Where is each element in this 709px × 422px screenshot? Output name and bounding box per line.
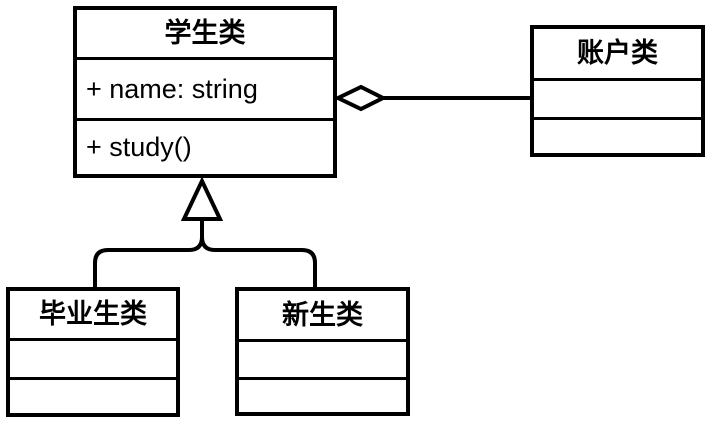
class-box-freshman: 新生类 — [235, 287, 410, 416]
aggregation-diamond-icon — [333, 84, 388, 112]
attribute-item: + name: string — [86, 73, 258, 104]
class-title-freshman: 新生类 — [282, 299, 363, 330]
attributes-compartment-student: + name: string — [77, 57, 333, 118]
methods-compartment-graduate — [10, 377, 176, 413]
attributes-compartment-freshman — [239, 339, 406, 377]
generalization-branch-left — [93, 219, 204, 288]
class-box-account: 账户类 — [530, 25, 705, 157]
inheritance-triangle-icon — [180, 176, 224, 221]
class-box-student: 学生类 + name: string + study() — [73, 6, 337, 178]
method-item: + study() — [86, 132, 192, 162]
attributes-compartment-account — [534, 78, 701, 117]
generalization-branch-right — [200, 236, 317, 288]
class-box-graduate: 毕业生类 — [6, 287, 180, 417]
methods-compartment-freshman — [239, 377, 406, 412]
class-title-student: 学生类 — [164, 18, 246, 48]
methods-compartment-account — [534, 117, 701, 153]
methods-compartment-student: + study() — [77, 118, 333, 174]
class-title-account: 账户类 — [577, 38, 658, 68]
attributes-compartment-graduate — [10, 338, 176, 377]
class-title-graduate: 毕业生类 — [39, 299, 147, 329]
